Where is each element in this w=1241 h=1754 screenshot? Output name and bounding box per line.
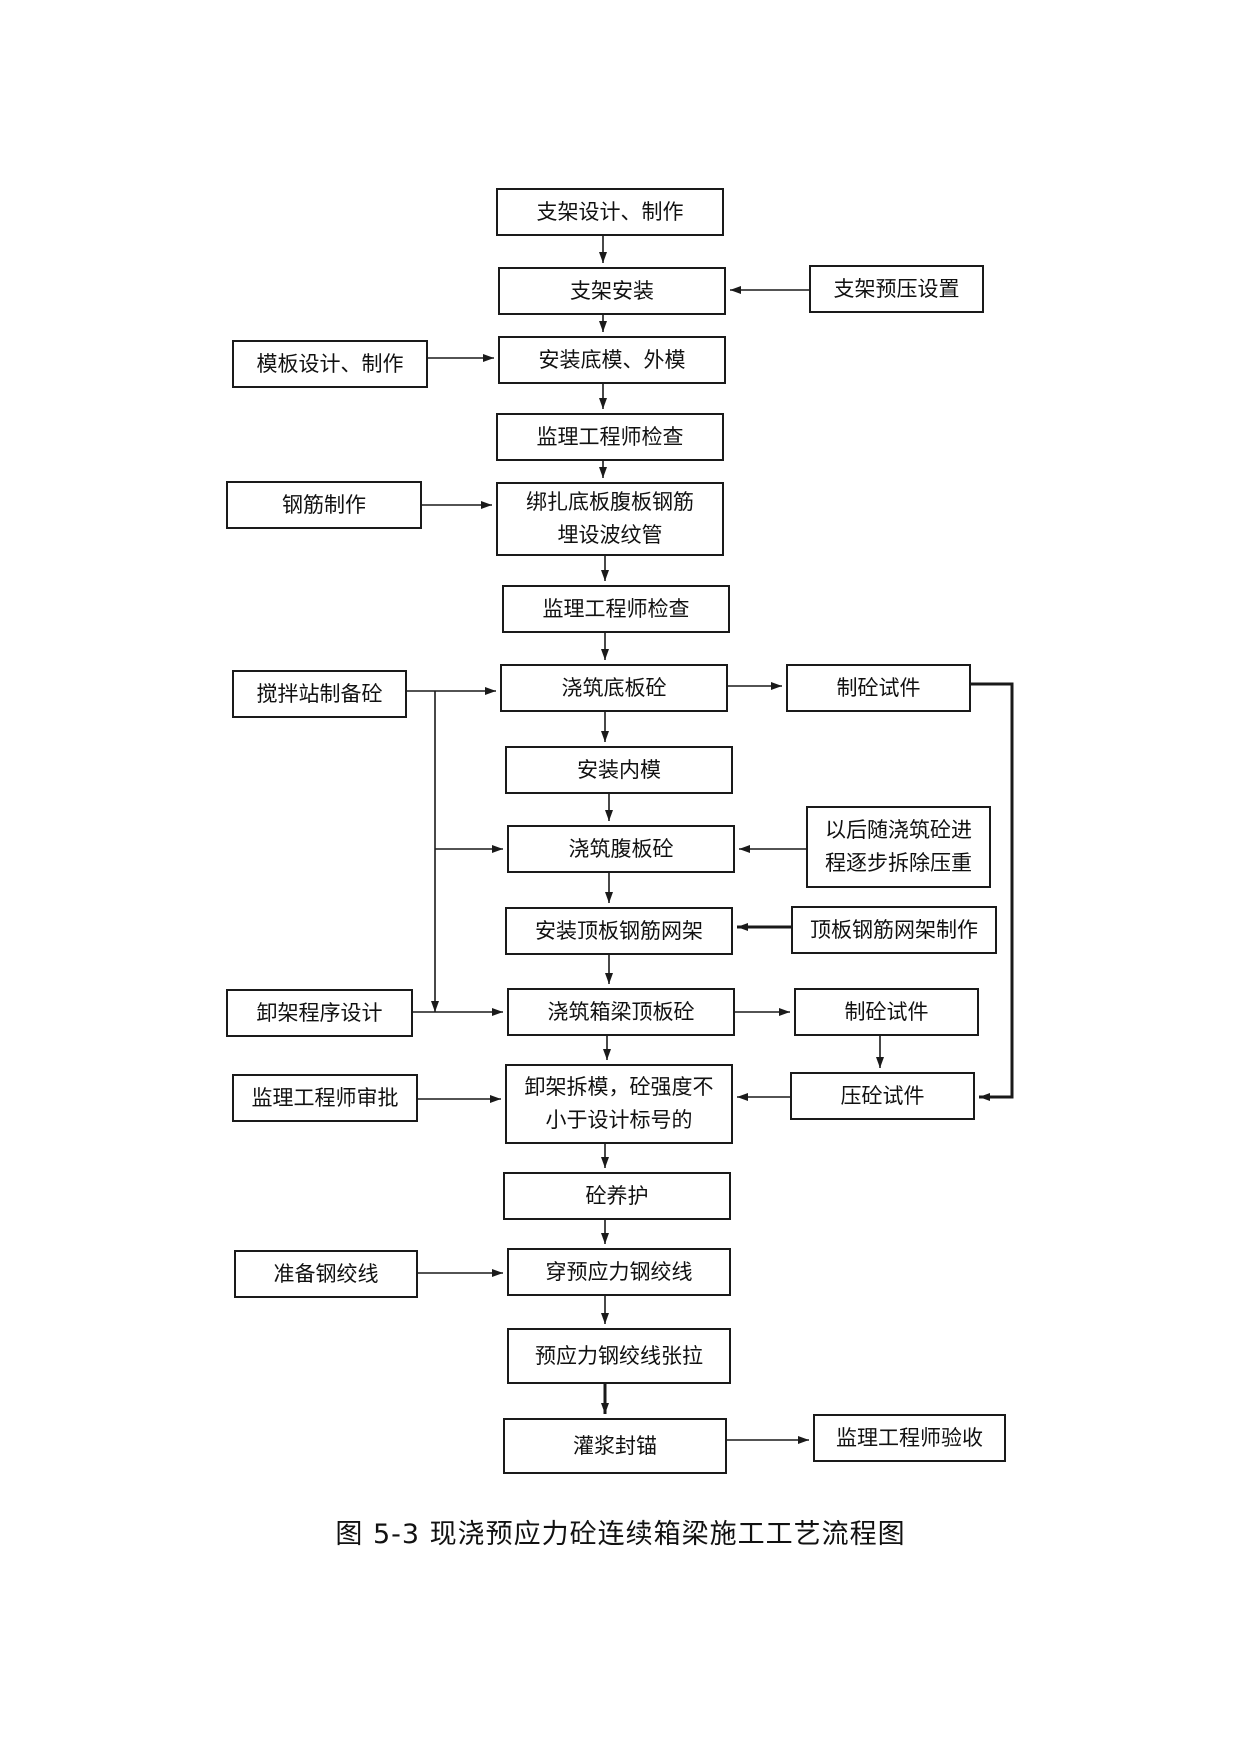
- arrowhead: [605, 810, 613, 821]
- box-top-rebar-frame: 安装顶板钢筋网架: [505, 907, 733, 955]
- box-label: 以后随浇筑砼进程逐步拆除压重: [825, 818, 972, 875]
- box-curing: 砼养护: [503, 1172, 731, 1220]
- arrowhead: [730, 286, 741, 294]
- box-label: 支架预压设置: [833, 276, 960, 301]
- box-label: 顶板钢筋网架制作: [810, 917, 978, 942]
- arrowhead: [798, 1436, 809, 1444]
- box-label: 卸架程序设计: [256, 1000, 383, 1025]
- box-preload-setup: 支架预压设置: [809, 265, 984, 313]
- arrowhead: [485, 687, 496, 695]
- box-engineer-check-1: 监理工程师检查: [496, 413, 724, 461]
- arrowhead: [739, 845, 750, 853]
- box-bottom-outer-form: 安装底模、外模: [498, 336, 726, 384]
- arrowhead: [601, 649, 609, 660]
- connector-line: [971, 682, 1014, 1099]
- box-support-design: 支架设计、制作: [496, 188, 724, 236]
- arrowhead: [481, 501, 492, 509]
- box-top-rebar-making: 顶板钢筋网架制作: [791, 906, 997, 954]
- box-label: 灌浆封锚: [573, 1433, 657, 1458]
- box-label: 安装内模: [577, 757, 661, 782]
- box-label: 浇筑箱梁顶板砼: [547, 999, 695, 1024]
- arrowhead: [979, 1093, 990, 1101]
- arrowhead: [601, 1313, 609, 1324]
- box-engineer-approval: 监理工程师审批: [232, 1074, 418, 1122]
- box-make-specimens-2: 制砼试件: [794, 988, 979, 1036]
- box-support-install: 支架安装: [498, 267, 726, 315]
- box-rebar-tie: 绑扎底板腹板钢筋埋设波纹管: [496, 482, 724, 556]
- arrowhead: [779, 1008, 790, 1016]
- box-label: 准备钢绞线: [273, 1261, 379, 1286]
- box-make-specimens-1: 制砼试件: [786, 664, 971, 712]
- arrowhead: [431, 1001, 439, 1012]
- box-label: 制砼试件: [836, 675, 921, 700]
- box-prepare-strands: 准备钢绞线: [234, 1250, 418, 1298]
- box-mixing-station: 搅拌站制备砼: [232, 670, 407, 718]
- arrowhead: [599, 467, 607, 478]
- box-label: 钢筋制作: [282, 492, 366, 517]
- box-label: 浇筑底板砼: [561, 675, 667, 700]
- box-engineer-acceptance: 监理工程师验收: [813, 1414, 1006, 1462]
- box-label: 监理工程师检查: [536, 424, 684, 449]
- arrowhead: [599, 252, 607, 263]
- box-label: 卸架拆模，砼强度不小于设计标号的: [524, 1075, 714, 1132]
- box-engineer-check-2: 监理工程师检查: [502, 585, 730, 633]
- arrowhead: [492, 1269, 503, 1277]
- box-unload-formwork: 卸架拆模，砼强度不小于设计标号的: [505, 1064, 733, 1144]
- arrowhead: [605, 892, 613, 903]
- box-label: 预应力钢绞线张拉: [535, 1343, 703, 1368]
- box-label: 绑扎底板腹板钢筋埋设波纹管: [526, 490, 694, 547]
- box-grouting-anchor: 灌浆封锚: [503, 1418, 727, 1474]
- box-label: 安装底模、外模: [538, 347, 686, 372]
- arrowhead: [492, 845, 503, 853]
- arrowhead: [601, 1157, 609, 1168]
- box-pour-bottom-slab: 浇筑底板砼: [500, 664, 728, 712]
- arrowhead: [601, 731, 609, 742]
- box-label: 监理工程师验收: [836, 1425, 983, 1450]
- arrowhead: [601, 570, 609, 581]
- box-remove-preload: 以后随浇筑砼进程逐步拆除压重: [806, 806, 991, 888]
- arrowhead: [601, 1233, 609, 1244]
- box-thread-strands: 穿预应力钢绞线: [507, 1248, 731, 1296]
- arrowhead: [603, 1049, 611, 1060]
- arrowhead: [737, 1093, 748, 1101]
- box-label: 搅拌站制备砼: [256, 681, 383, 706]
- box-label: 监理工程师审批: [251, 1085, 399, 1110]
- arrowhead: [483, 354, 494, 362]
- arrowhead: [599, 321, 607, 332]
- box-label: 穿预应力钢绞线: [545, 1259, 693, 1284]
- box-label: 压砼试件: [840, 1083, 925, 1108]
- arrowhead: [601, 1403, 609, 1414]
- box-pour-top-slab: 浇筑箱梁顶板砼: [507, 988, 735, 1036]
- arrowhead: [492, 1008, 503, 1016]
- box-pour-web: 浇筑腹板砼: [507, 825, 735, 873]
- box-install-inner-form: 安装内模: [505, 746, 733, 794]
- arrowhead: [605, 973, 613, 984]
- arrowhead: [876, 1057, 884, 1068]
- arrowhead: [599, 398, 607, 409]
- box-rebar-making: 钢筋制作: [226, 481, 422, 529]
- box-tensioning: 预应力钢绞线张拉: [507, 1328, 731, 1384]
- box-unload-procedure: 卸架程序设计: [226, 989, 413, 1037]
- box-label: 支架设计、制作: [536, 199, 684, 224]
- box-label: 模板设计、制作: [256, 351, 404, 376]
- box-formwork-design: 模板设计、制作: [232, 340, 428, 388]
- arrowhead: [490, 1095, 501, 1103]
- figure-caption: 图 5-3 现浇预应力砼连续箱梁施工工艺流程图: [335, 1519, 906, 1550]
- box-label: 制砼试件: [844, 999, 929, 1024]
- arrowhead: [737, 923, 748, 931]
- box-label: 监理工程师检查: [542, 596, 690, 621]
- box-label: 安装顶板钢筋网架: [535, 918, 703, 943]
- box-label: 支架安装: [570, 278, 654, 303]
- arrowhead: [771, 682, 782, 690]
- box-label: 浇筑腹板砼: [568, 836, 674, 861]
- box-label: 砼养护: [585, 1183, 649, 1208]
- box-press-specimens: 压砼试件: [790, 1072, 975, 1120]
